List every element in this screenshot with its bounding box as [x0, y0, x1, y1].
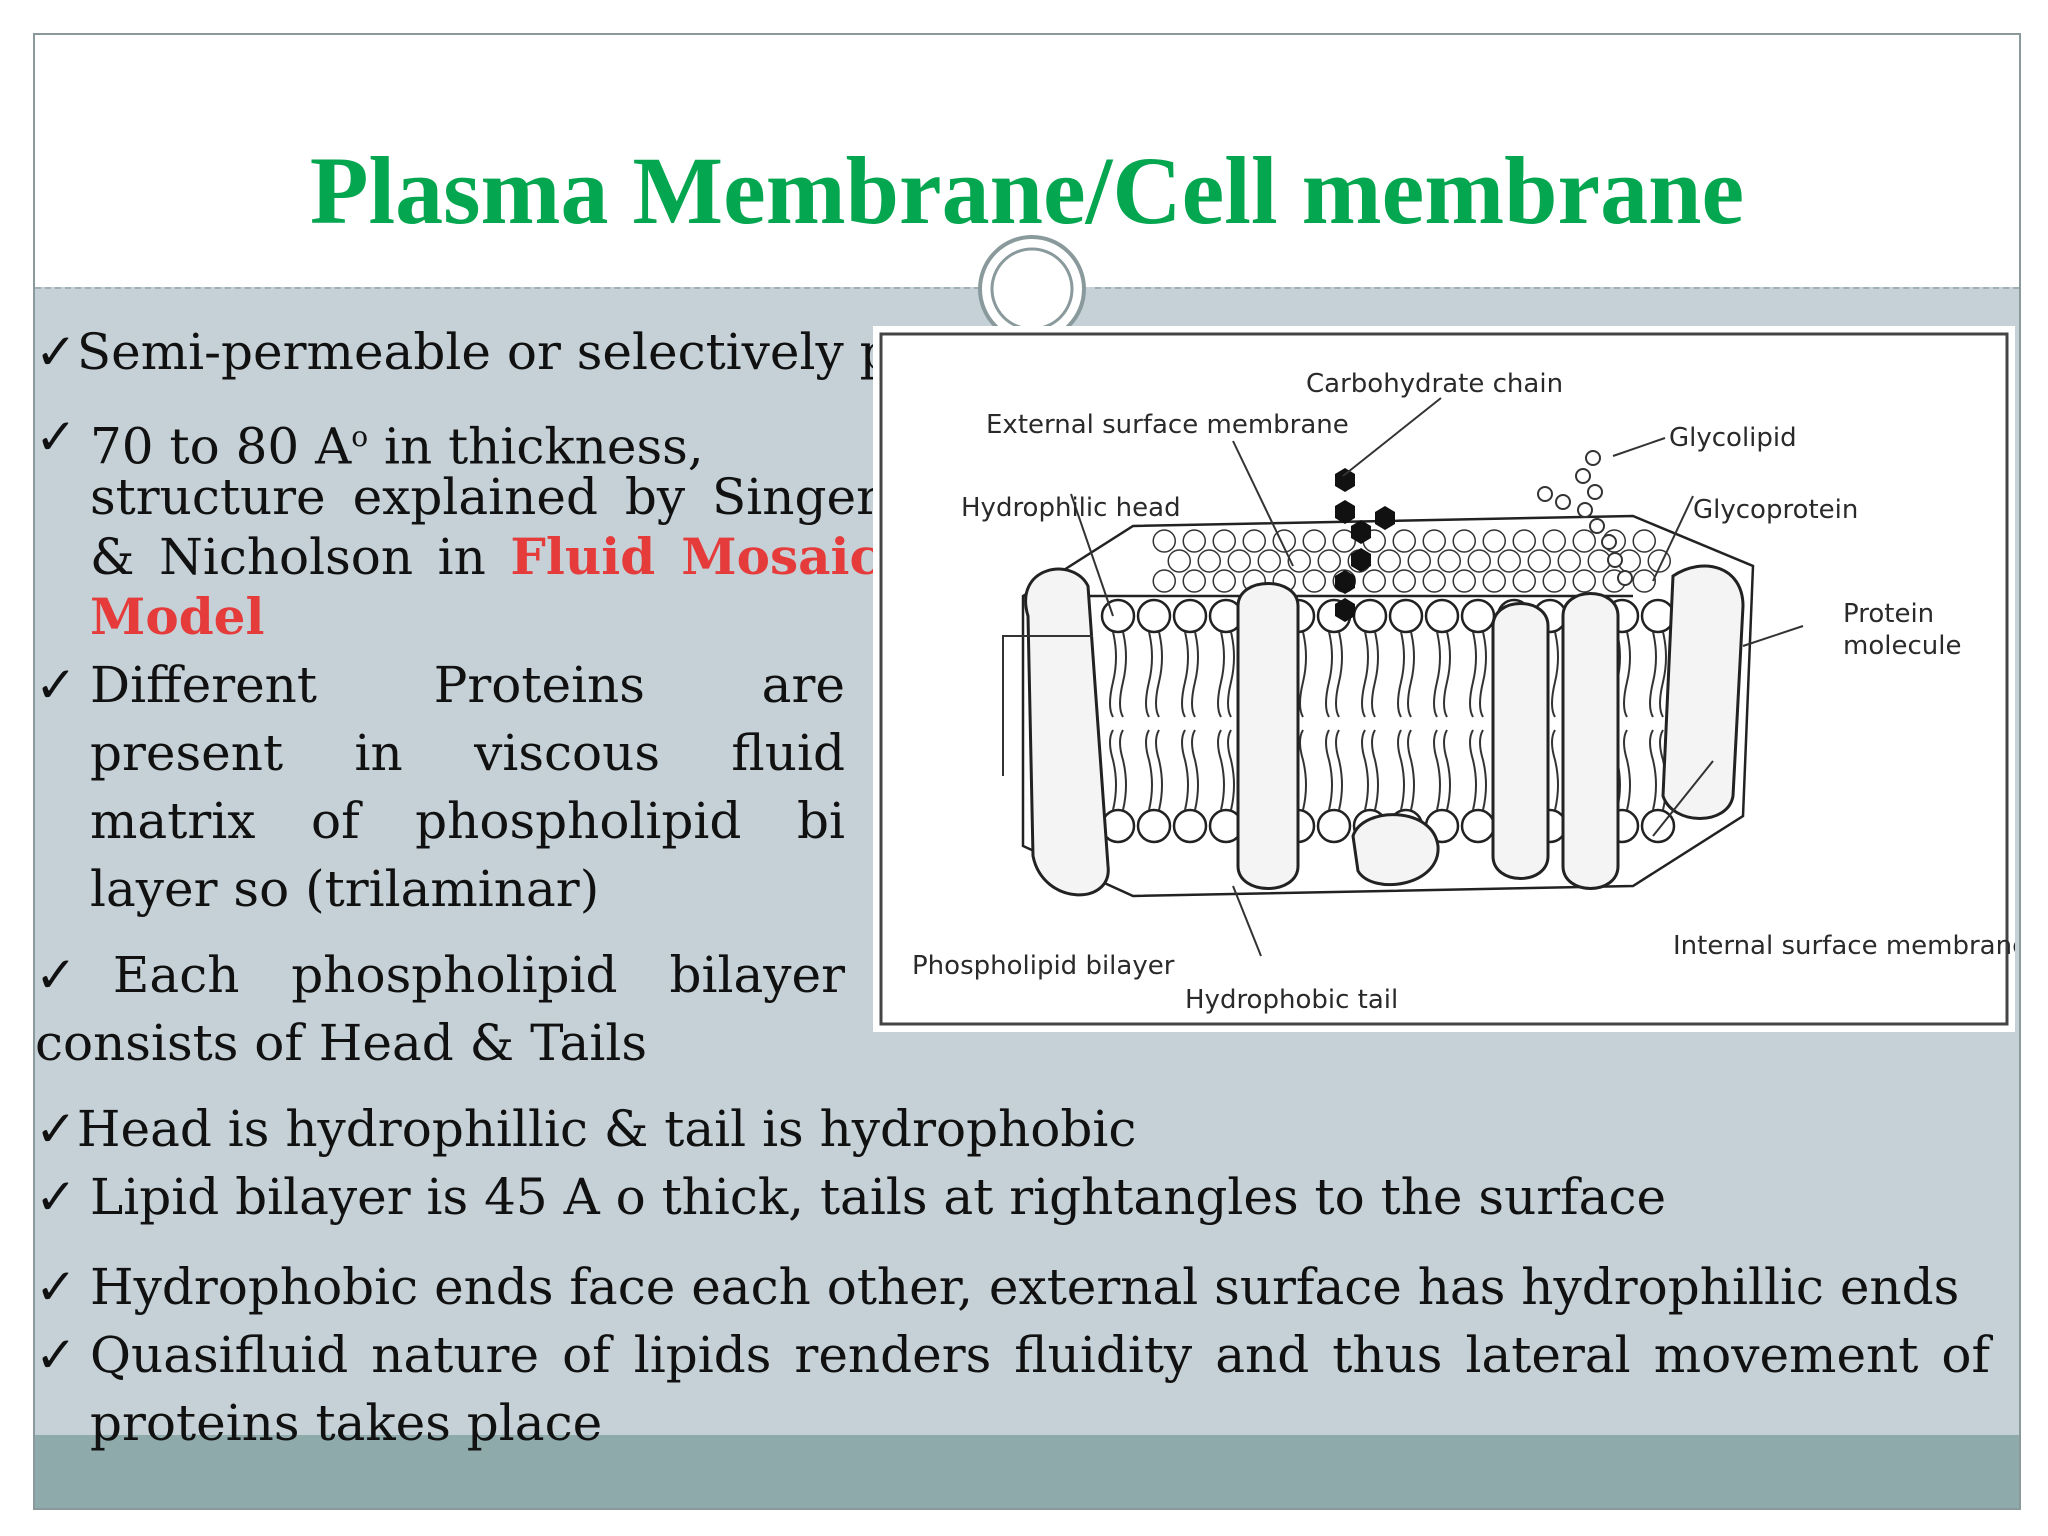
check-icon: ✓ [35, 408, 77, 466]
label-glycoprotein: Glycoprotein [1693, 495, 1858, 525]
fluid-mosaic-highlight: Fluid Mosaic [510, 527, 880, 586]
bullet-thickness-line-1: 70 to 80 Ao in thickness, [90, 417, 704, 476]
label-external-surface: External surface membrane [986, 410, 1349, 440]
fluid-mosaic-diagram: Carbohydrate chain External surface memb… [873, 326, 2015, 1032]
check-icon: ✓ [35, 1100, 77, 1158]
check-icon: ✓ [35, 946, 113, 1004]
bullet-lipid-bilayer: Lipid bilayer is 45 A o thick, tails at … [90, 1168, 1667, 1226]
check-icon: ✓ [35, 1258, 77, 1316]
bullet-thickness-line-3: & Nicholson in Fluid Mosaic [90, 527, 880, 586]
bullet-hydrophillic: ✓Head is hydrophillic & tail is hydropho… [35, 1100, 1137, 1158]
carbohydrate-chain-icon [1335, 468, 1395, 622]
header-divider-right [1095, 287, 2019, 289]
glycolipid-chain-icon [1537, 450, 1633, 586]
check-icon: ✓ [35, 1168, 77, 1226]
bullet-thickness-line-2: structure explained by Singer [90, 468, 880, 526]
footer-band [35, 1435, 2019, 1508]
bullet-head-tails-line-1: ✓Each phospholipid bilayer [35, 946, 845, 1004]
label-phospholipid-bilayer: Phospholipid bilayer [912, 951, 1175, 981]
bullet-proteins-line-1: Different Proteins are [90, 656, 845, 714]
check-icon: ✓ [35, 656, 77, 714]
slide-title: Plasma Membrane/Cell membrane [309, 137, 1745, 244]
slide: Plasma Membrane/Cell membrane ✓Semi-perm… [33, 33, 2021, 1510]
label-glycolipid: Glycolipid [1669, 423, 1797, 453]
label-hydrophilic-head: Hydrophilic head [961, 493, 1181, 523]
circle-ornament-icon [978, 235, 1086, 343]
check-icon: ✓ [35, 1326, 77, 1384]
bullet-proteins-line-2: present in viscous fluid [90, 724, 845, 782]
label-leaders [1002, 397, 1804, 957]
check-icon: ✓ [35, 323, 77, 381]
label-carbohydrate-chain: Carbohydrate chain [1306, 369, 1563, 399]
header-divider-left [35, 287, 980, 289]
label-protein-1: Protein [1843, 599, 1934, 629]
bullet-hydrophobic-ends: Hydrophobic ends face each other, extern… [90, 1258, 1960, 1316]
protein-molecules [1024, 564, 1745, 897]
model-highlight: Model [90, 587, 265, 646]
label-hydrophobic-tail: Hydrophobic tail [1185, 985, 1398, 1015]
bullet-proteins-line-3: matrix of phospholipid bi [90, 792, 845, 850]
bullet-proteins-line-4: layer so (trilaminar) [90, 860, 600, 918]
bullet-quasifluid-line-2: proteins takes place [90, 1394, 603, 1452]
label-protein-2: molecule [1843, 631, 1961, 661]
bullet-quasifluid-line-1: Quasifluid nature of lipids renders flui… [90, 1326, 1990, 1384]
label-internal-surface: Internal surface membrane [1673, 931, 2015, 961]
bullet-head-tails-line-2: consists of Head & Tails [35, 1014, 647, 1072]
